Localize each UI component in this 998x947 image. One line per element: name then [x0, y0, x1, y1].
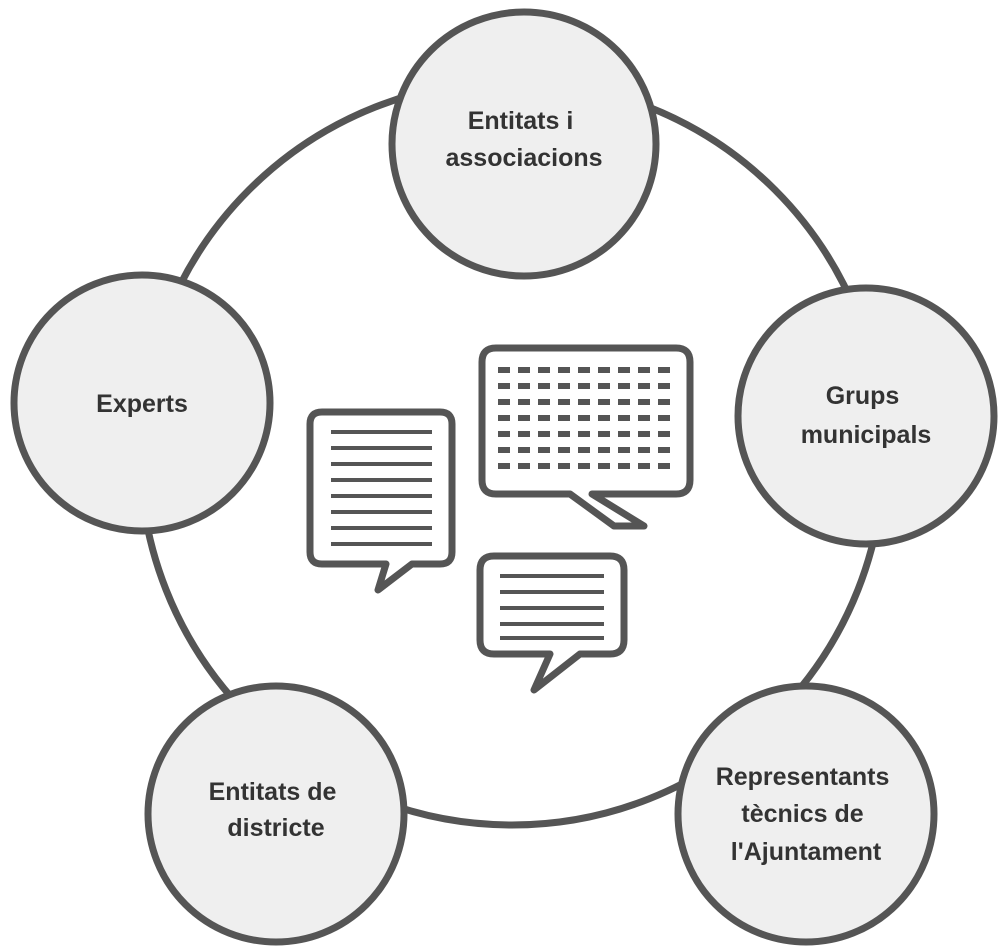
node-label: Entitats de districte: [209, 778, 344, 842]
node-label: Experts: [96, 390, 188, 418]
node-label-line: associacions: [445, 144, 602, 172]
speech-bubbles-icon: [306, 344, 694, 694]
node-experts: Experts: [10, 271, 274, 535]
node-label-line: Experts: [96, 390, 188, 418]
node-label-line: Grups: [826, 382, 900, 410]
node-circle: [674, 682, 938, 946]
node-label-line: districte: [227, 814, 324, 842]
speech-bubble-bottom-icon: [476, 552, 628, 694]
speech-bubble-grid-icon: [478, 344, 694, 530]
node-circle: [388, 8, 660, 280]
node-label: Entitats i associacions: [445, 107, 602, 172]
node-circle: [10, 271, 274, 535]
node-grups-municipals: Grups municipals: [734, 284, 998, 548]
node-representants-tecnics: Representants tècnics de l'Ajuntament: [674, 682, 938, 946]
node-label-line: tècnics de: [741, 800, 863, 828]
node-label: Representants tècnics de l'Ajuntament: [716, 763, 897, 866]
node-label: Grups municipals: [801, 382, 932, 449]
node-label-line: l'Ajuntament: [731, 838, 882, 866]
node-label-line: Representants: [716, 763, 890, 791]
node-label-line: Entitats de: [209, 778, 337, 806]
speech-bubble-left-icon: [306, 408, 456, 594]
node-circle: [144, 682, 408, 946]
node-entitats-associacions: Entitats i associacions: [388, 8, 660, 280]
node-entitats-districte: Entitats de districte: [144, 682, 408, 946]
node-label-line: municipals: [801, 421, 932, 449]
node-circle: [734, 284, 998, 548]
node-label-line: Entitats i: [468, 107, 574, 135]
